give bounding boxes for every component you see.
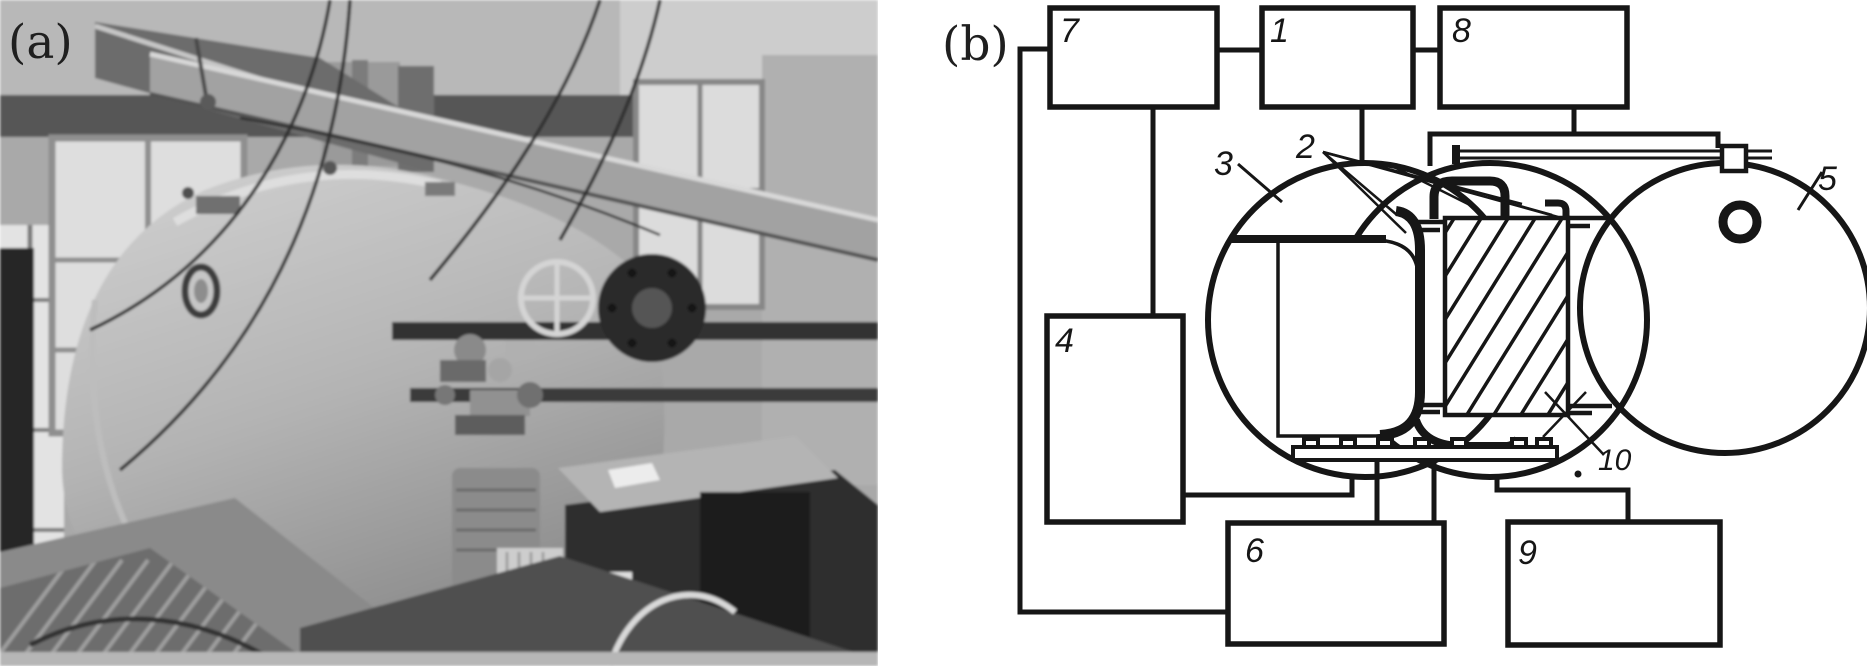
part-2-label: 2 — [1295, 128, 1315, 166]
porthole — [181, 263, 221, 319]
label-10-tick — [1542, 391, 1587, 438]
label-5-leader — [1796, 171, 1824, 211]
motor — [598, 254, 706, 362]
panel-b-label: (b) — [942, 17, 1009, 72]
small-dot — [1574, 470, 1582, 478]
part-5-label: 5 — [1818, 160, 1837, 198]
panel-a-label: (a) — [8, 15, 73, 70]
diagram-panel — [1017, 5, 1867, 648]
block-box-8 — [1437, 5, 1630, 110]
block-box-4 — [1044, 313, 1186, 525]
block-box-7 — [1047, 5, 1220, 110]
specimen-hatched — [1442, 215, 1571, 418]
viewport-circle — [1718, 200, 1762, 244]
photo-panel — [0, 0, 878, 666]
diagonal-beam — [149, 51, 878, 262]
chamber-door-circle — [1577, 160, 1867, 456]
block-boxes — [1044, 5, 1723, 648]
screen-bracket-right — [1545, 199, 1570, 219]
block-box-6 — [1225, 520, 1447, 647]
dome-fittings — [182, 161, 455, 214]
box-6-label: 6 — [1245, 532, 1264, 570]
box-7-label: 7 — [1060, 12, 1080, 50]
furnace-thick-edge — [1379, 206, 1425, 440]
connector-lines — [1017, 46, 1721, 615]
label-2-fan — [1322, 150, 1559, 234]
label-10-leader — [1544, 391, 1605, 456]
floor — [0, 498, 878, 666]
part-3-label: 3 — [1214, 145, 1233, 183]
rod-coupler — [1719, 143, 1749, 174]
support-rail — [1291, 437, 1559, 462]
loading-rod — [1452, 143, 1772, 174]
block-box-9 — [1505, 519, 1723, 648]
box-9-label: 9 — [1518, 534, 1537, 572]
screen-bracket-left — [1429, 176, 1510, 219]
part-10-label: 10 — [1598, 444, 1632, 477]
hoist-hook — [194, 37, 216, 110]
block-box-1 — [1259, 5, 1416, 110]
box-8-label: 8 — [1452, 12, 1471, 50]
handwheel — [518, 259, 596, 337]
electrode-tabs — [1416, 215, 1612, 416]
furnace-block — [1276, 238, 1420, 438]
leader-lines — [1237, 150, 1824, 478]
box-1-label: 1 — [1270, 12, 1289, 50]
cables — [89, 0, 662, 472]
plumbing-cluster — [435, 334, 543, 435]
label-3-leader — [1237, 162, 1283, 204]
dark-stand — [0, 248, 34, 588]
box-4-label: 4 — [1055, 322, 1074, 360]
